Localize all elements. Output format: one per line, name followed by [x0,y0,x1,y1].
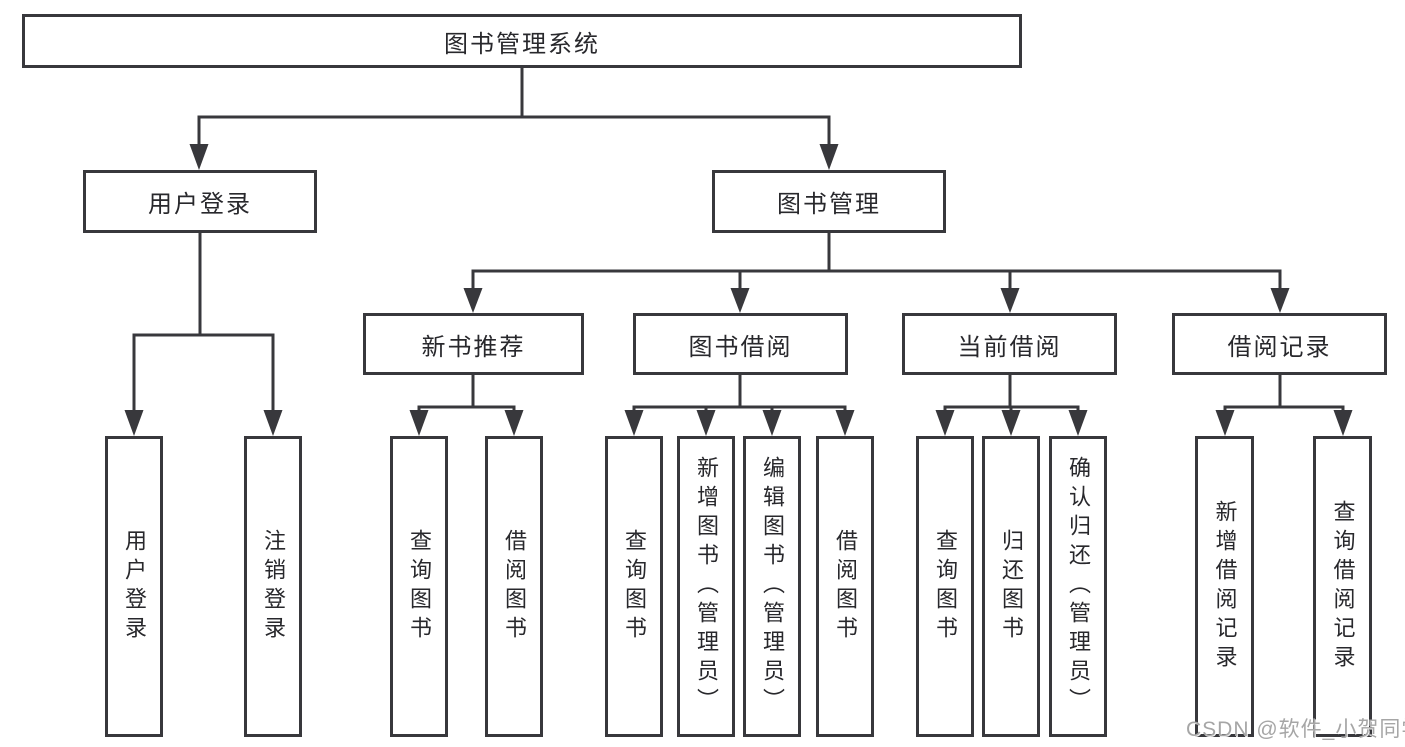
leaf-logout: 注销登录 [244,436,302,737]
arrowhead [189,144,209,170]
node-new-book-recommend: 新书推荐 [363,313,584,375]
node-book-borrowing-label: 图书借阅 [688,333,793,361]
arrowhead [762,410,782,436]
arrowhead [935,410,955,436]
leaf-nb-borrow-book-label: 借阅图书 [502,528,527,645]
node-book-borrowing: 图书借阅 [633,313,848,375]
node-borrowing-records-label: 借阅记录 [1227,333,1332,361]
leaf-br-add-record-label: 新增借阅记录 [1212,499,1238,674]
leaf-nb-query-book-label: 查询图书 [407,528,432,645]
leaf-bb-add-book-admin-label: 新增图书（管理员） [694,456,719,717]
leaf-cb-query-book: 查询图书 [916,436,974,737]
node-new-book-recommend-label: 新书推荐 [421,333,526,361]
leaf-cb-query-book-label: 查询图书 [933,528,958,645]
leaf-user-login-label: 用户登录 [122,528,147,645]
arrowheads [124,144,1353,436]
arrowhead [835,410,855,436]
leaf-nb-borrow-book: 借阅图书 [485,436,543,737]
arrowhead [263,410,283,436]
leaf-bb-edit-book-admin-label: 编辑图书（管理员） [760,456,785,717]
arrowhead [1001,410,1021,436]
leaf-bb-borrow-book: 借阅图书 [816,436,874,737]
watermark: CSDN @软件_小贺同学 [1186,718,1405,741]
arrowhead [819,144,839,170]
leaf-nb-query-book: 查询图书 [390,436,448,737]
node-root: 图书管理系统 [22,14,1022,68]
arrowhead [696,410,716,436]
node-book-management-label: 图书管理 [777,191,881,218]
arrowhead [730,288,750,313]
arrowhead [1215,410,1235,436]
node-root-label: 图书管理系统 [444,30,600,58]
leaf-bb-edit-book-admin: 编辑图书（管理员） [743,436,801,737]
leaf-cb-confirm-return-admin: 确认归还（管理员） [1049,436,1107,737]
node-user-login-label: 用户登录 [148,191,252,218]
arrowhead [463,288,483,313]
node-current-borrowing: 当前借阅 [902,313,1117,375]
leaf-cb-return-book-label: 归还图书 [999,528,1024,645]
arrowhead [124,410,144,436]
leaf-cb-return-book: 归还图书 [982,436,1040,737]
leaf-logout-label: 注销登录 [261,528,286,645]
leaf-cb-confirm-return-admin-label: 确认归还（管理员） [1066,456,1091,717]
arrowhead [1333,410,1353,436]
arrowhead [1068,410,1088,436]
leaf-bb-add-book-admin: 新增图书（管理员） [677,436,735,737]
leaf-br-add-record: 新增借阅记录 [1195,436,1254,737]
arrowhead [409,410,429,436]
arrowhead [1000,288,1020,313]
arrowhead [624,410,644,436]
leaf-user-login: 用户登录 [105,436,163,737]
leaf-bb-query-book: 查询图书 [605,436,663,737]
leaf-br-query-record-label: 查询借阅记录 [1330,499,1356,674]
node-borrowing-records: 借阅记录 [1172,313,1387,375]
arrowhead [504,410,524,436]
arrowhead [1270,288,1290,313]
leaf-bb-query-book-label: 查询图书 [622,528,647,645]
node-user-login: 用户登录 [83,170,317,233]
node-current-borrowing-label: 当前借阅 [957,333,1062,361]
tree-edges [132,68,1345,412]
node-book-management: 图书管理 [712,170,946,233]
leaf-bb-borrow-book-label: 借阅图书 [833,528,858,645]
leaf-br-query-record: 查询借阅记录 [1313,436,1372,737]
